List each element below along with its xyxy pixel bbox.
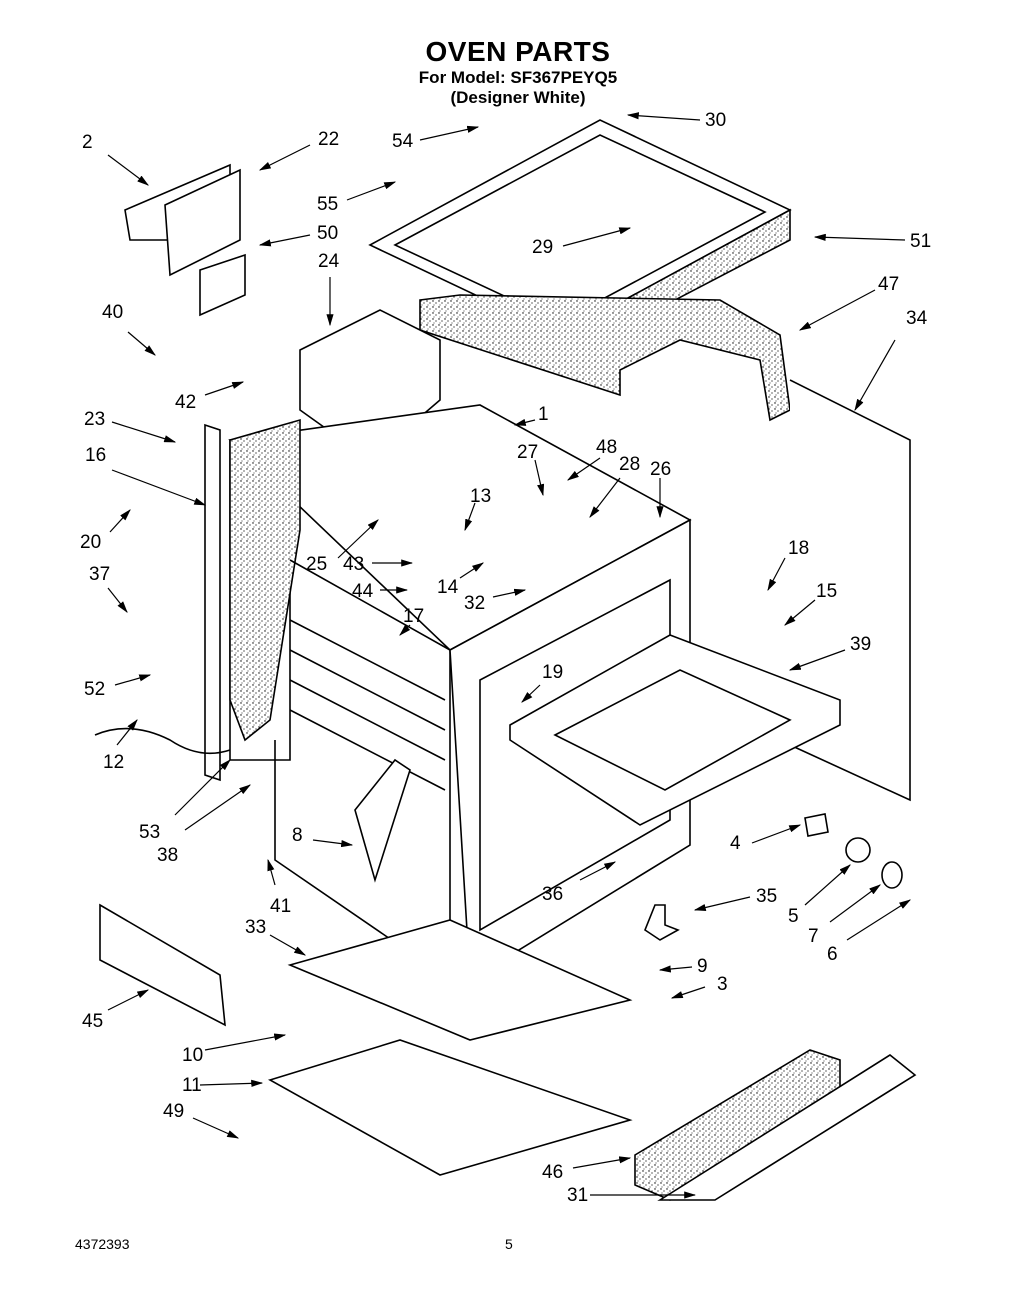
callout-27: 27 bbox=[517, 442, 539, 463]
side-channel-part bbox=[204, 423, 221, 782]
callout-37: 37 bbox=[89, 564, 111, 585]
callout-15: 15 bbox=[816, 581, 838, 602]
callout-45: 45 bbox=[82, 1011, 104, 1032]
oven-bottom-part bbox=[287, 919, 633, 1041]
callout-4: 4 bbox=[730, 833, 741, 854]
callout-31: 31 bbox=[567, 1185, 589, 1206]
model-line: For Model: SF367PEYQ5 bbox=[418, 68, 618, 87]
bulb-5-part bbox=[845, 837, 871, 863]
callout-52: 52 bbox=[84, 679, 106, 700]
callout-29: 29 bbox=[532, 237, 554, 258]
trim-part bbox=[657, 1054, 917, 1201]
callout-43: 43 bbox=[343, 554, 365, 575]
callout-41: 41 bbox=[270, 896, 292, 917]
kick-panel-part bbox=[99, 903, 226, 1027]
side-insulation-part bbox=[419, 294, 791, 422]
callout-5: 5 bbox=[788, 906, 799, 927]
lens-7-part bbox=[881, 861, 903, 889]
cord-12-part bbox=[94, 727, 231, 755]
callout-30: 30 bbox=[705, 110, 727, 131]
callout-13: 13 bbox=[470, 486, 492, 507]
leveler-35-part bbox=[644, 904, 680, 941]
callout-16: 16 bbox=[85, 445, 107, 466]
page-number: 5 bbox=[505, 1236, 513, 1252]
callout-7: 7 bbox=[808, 926, 819, 947]
callout-23: 23 bbox=[84, 409, 106, 430]
callout-17: 17 bbox=[403, 606, 425, 627]
bottom-pan-part bbox=[267, 1039, 633, 1176]
callout-55: 55 bbox=[317, 194, 339, 215]
document-number: 4372393 bbox=[75, 1236, 130, 1252]
callout-44: 44 bbox=[352, 581, 374, 602]
callout-34: 34 bbox=[906, 308, 928, 329]
callout-9: 9 bbox=[697, 956, 708, 977]
callout-14: 14 bbox=[437, 577, 459, 598]
callout-24: 24 bbox=[318, 251, 340, 272]
callout-6: 6 bbox=[827, 944, 838, 965]
callout-18: 18 bbox=[788, 538, 810, 559]
callout-26: 26 bbox=[650, 459, 672, 480]
callout-12: 12 bbox=[103, 752, 125, 773]
callout-35: 35 bbox=[756, 886, 778, 907]
callout-1: 1 bbox=[538, 404, 549, 425]
variant-label: (Designer White) bbox=[450, 88, 586, 107]
callout-32: 32 bbox=[464, 593, 486, 614]
callout-54: 54 bbox=[392, 131, 414, 152]
callout-10: 10 bbox=[182, 1045, 204, 1066]
callout-51: 51 bbox=[910, 231, 932, 252]
oven-insulation-left bbox=[229, 418, 301, 742]
callout-20: 20 bbox=[80, 532, 102, 553]
plate-22-part bbox=[164, 168, 241, 277]
callout-53: 53 bbox=[139, 822, 161, 843]
callout-11: 11 bbox=[182, 1075, 202, 1096]
callout-25: 25 bbox=[306, 554, 328, 575]
callout-33: 33 bbox=[245, 917, 267, 938]
callout-50: 50 bbox=[317, 223, 339, 244]
callout-40: 40 bbox=[102, 302, 124, 323]
callout-19: 19 bbox=[542, 662, 564, 683]
callout-48: 48 bbox=[596, 437, 618, 458]
callout-47: 47 bbox=[878, 274, 900, 295]
socket-4-part bbox=[804, 813, 829, 837]
page-title: OVEN PARTS bbox=[425, 36, 611, 67]
callout-46: 46 bbox=[542, 1162, 564, 1183]
callout-28: 28 bbox=[619, 454, 641, 475]
callout-38: 38 bbox=[157, 845, 179, 866]
callout-22: 22 bbox=[318, 129, 340, 150]
callout-36: 36 bbox=[542, 884, 564, 905]
callout-39: 39 bbox=[850, 634, 872, 655]
callout-3: 3 bbox=[717, 974, 728, 995]
oven-rack-part bbox=[509, 634, 841, 826]
line-art bbox=[94, 112, 917, 1201]
callout-2: 2 bbox=[82, 132, 93, 153]
callout-8: 8 bbox=[292, 825, 303, 846]
cover-50-part bbox=[199, 253, 246, 317]
callout-49: 49 bbox=[163, 1101, 185, 1122]
element-8-part bbox=[354, 758, 411, 883]
callout-42: 42 bbox=[175, 392, 197, 413]
